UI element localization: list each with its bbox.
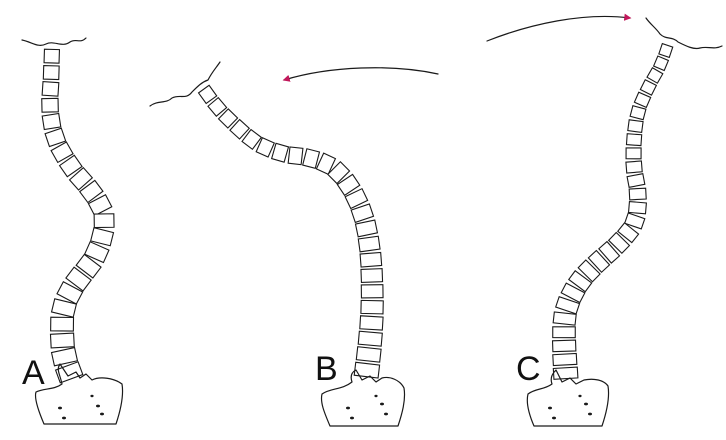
spine-a-vertebra	[42, 64, 60, 81]
spine-a-vertebra	[43, 48, 61, 64]
curved-arrow-left-icon	[282, 67, 439, 82]
spine-b-vertebra	[353, 361, 381, 379]
spine-c-vertebra	[625, 147, 642, 160]
spine-c-vertebra	[639, 79, 658, 96]
spine-a-vertebra	[50, 346, 79, 367]
spine-b-vertebra	[207, 96, 228, 117]
spine-c-vertebra	[551, 339, 577, 353]
spine-c-vertebra	[625, 133, 643, 147]
pelvis-a	[34, 363, 124, 425]
spine-b-vertebra	[344, 187, 369, 210]
spine-b-vertebra	[315, 152, 337, 176]
spine-c-vertebra	[633, 91, 652, 109]
spine-c-vertebra	[627, 119, 644, 133]
skull-base-a	[21, 37, 87, 46]
spine-b-vertebra	[360, 284, 384, 299]
spine-b-vertebra	[359, 251, 383, 268]
spine-c-vertebra	[567, 269, 593, 293]
spine-a-vertebra	[93, 213, 115, 229]
vertebrae-a	[41, 48, 115, 384]
curved-arrow-right-icon	[486, 13, 632, 42]
panel-label-a: A	[22, 354, 45, 392]
spine-a-vertebra	[50, 141, 74, 164]
spine-b-vertebra	[360, 299, 384, 315]
spine-c-vertebra	[628, 187, 647, 201]
spine-a-vertebra	[65, 266, 92, 292]
spine-b-vertebra	[354, 219, 379, 238]
spine-b-vertebra	[229, 118, 251, 140]
pelvis-foramina-c	[548, 394, 592, 420]
vertebrae-b	[197, 84, 384, 379]
spine-a-vertebra	[90, 227, 115, 247]
panel-label-c: C	[516, 350, 541, 388]
skull-base-b	[149, 61, 221, 107]
spine-c-vertebra	[552, 352, 578, 367]
spine-a-vertebra	[41, 112, 62, 131]
spine-c-vertebra	[646, 67, 664, 84]
spine-a-vertebra	[83, 241, 110, 264]
spine-c-vertebra	[560, 282, 586, 304]
spine-b-vertebra	[270, 142, 290, 163]
spine-b-vertebra	[355, 346, 382, 363]
pelvis-foramina-b	[346, 394, 388, 420]
spine-a-vertebra	[87, 194, 113, 217]
spine-b-vertebra	[350, 203, 375, 224]
spine-b	[149, 61, 406, 427]
spine-a-vertebra	[41, 97, 59, 113]
spine-c-vertebra	[626, 173, 646, 188]
spine-c-vertebra	[627, 200, 647, 215]
spine-b-vertebra	[217, 108, 239, 129]
skull-base-c	[645, 17, 723, 50]
spine-b-vertebra	[360, 268, 384, 283]
spine-a-vertebra	[78, 179, 104, 204]
spine-c-vertebra	[616, 222, 640, 244]
spine-b-vertebra	[255, 136, 276, 158]
spine-c-vertebra	[598, 240, 621, 264]
spine-b-vertebra	[336, 173, 361, 197]
spine-c-vertebra	[629, 105, 647, 121]
spine-a-vertebra	[54, 361, 84, 384]
pelvis-c	[526, 369, 610, 427]
spine-a-vertebra	[75, 253, 102, 279]
spine-a-vertebra	[68, 166, 94, 191]
spine-c-vertebra	[577, 259, 601, 283]
spine-a-vertebra	[50, 316, 75, 332]
spine-b-vertebra	[357, 235, 381, 253]
spine-c	[526, 17, 723, 427]
spine-b-vertebra	[197, 84, 218, 105]
spine-c-vertebra	[658, 42, 674, 59]
spine-a	[21, 37, 124, 425]
vertebrae-c	[551, 42, 674, 380]
spine-c-vertebra	[625, 160, 643, 174]
spine-b-vertebra	[287, 146, 304, 166]
spine-b-vertebra	[359, 315, 384, 331]
spine-b-vertebra	[302, 148, 321, 169]
pelvis-foramina-a	[58, 394, 104, 420]
spine-c-vertebra	[552, 326, 576, 339]
spine-b-vertebra	[327, 161, 351, 185]
spine-a-vertebra	[44, 127, 67, 148]
panel-label-b: B	[315, 350, 338, 388]
spine-c-vertebra	[552, 311, 577, 326]
spine-a-vertebra	[41, 81, 60, 97]
spine-c-vertebra	[624, 212, 646, 230]
spine-a-vertebra	[58, 154, 83, 178]
spine-b-vertebra	[241, 128, 263, 151]
spine-c-vertebra	[607, 231, 631, 255]
spine-a-vertebra	[49, 332, 75, 349]
spine-c-vertebra	[652, 55, 670, 72]
spine-b-vertebra	[357, 330, 383, 347]
pelvis-b	[320, 369, 406, 427]
spine-c-vertebra	[587, 249, 611, 274]
